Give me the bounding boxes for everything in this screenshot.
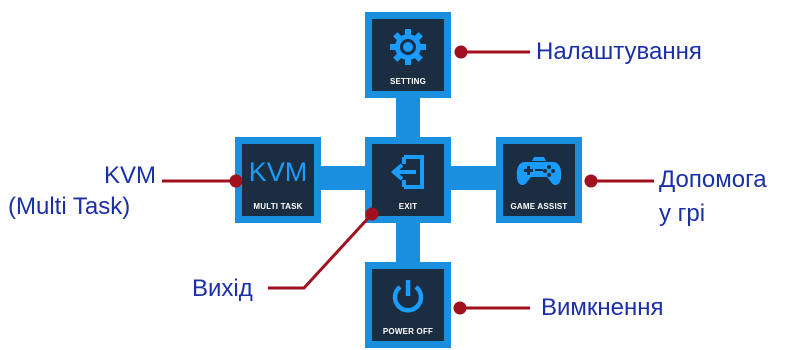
kvm-tile[interactable]: KVM MULTI TASK <box>235 137 321 223</box>
gear-icon <box>372 27 444 67</box>
exit-tile[interactable]: EXIT <box>365 137 451 223</box>
game-assist-callout-line2: у грі <box>659 200 706 227</box>
settings-callout: Налаштування <box>536 38 702 65</box>
kvm-text-icon: KVM <box>242 152 314 192</box>
exit-callout: Вихід <box>192 275 253 302</box>
power-off-callout: Вимкнення <box>541 294 664 321</box>
game-assist-label: GAME ASSIST <box>510 202 568 211</box>
kvm-callout-dot <box>229 174 243 188</box>
setting-label: SETTING <box>389 77 427 86</box>
game-assist-tile[interactable]: GAME ASSIST <box>496 137 582 223</box>
kvm-tile-body: KVM MULTI TASK <box>242 144 314 216</box>
exit-label: EXIT <box>398 202 418 211</box>
power-icon <box>372 277 444 317</box>
power-off-tile-body: POWER OFF <box>372 269 444 341</box>
power-off-label: POWER OFF <box>382 327 434 336</box>
setting-tile-body: SETTING <box>372 19 444 91</box>
kvm-callout-line1: KVM <box>104 162 157 189</box>
gamepad-icon <box>503 152 575 192</box>
multi-task-label: MULTI TASK <box>253 202 303 211</box>
setting-tile[interactable]: SETTING <box>365 12 451 98</box>
game-assist-tile-body: GAME ASSIST <box>503 144 575 216</box>
exit-tile-body: EXIT <box>372 144 444 216</box>
exit-icon <box>372 152 444 192</box>
exit-callout-line <box>268 212 374 290</box>
game-assist-callout-dot <box>584 174 598 188</box>
power-off-tile[interactable]: POWER OFF <box>365 262 451 348</box>
settings-callout-dot <box>454 45 468 59</box>
kvm-text: KVM <box>248 156 308 187</box>
kvm-callout-line2: (Multi Task) <box>8 193 131 220</box>
game-assist-callout-line1: Допомога <box>659 166 767 193</box>
power-off-callout-dot <box>453 301 467 315</box>
exit-callout-dot <box>365 207 379 221</box>
